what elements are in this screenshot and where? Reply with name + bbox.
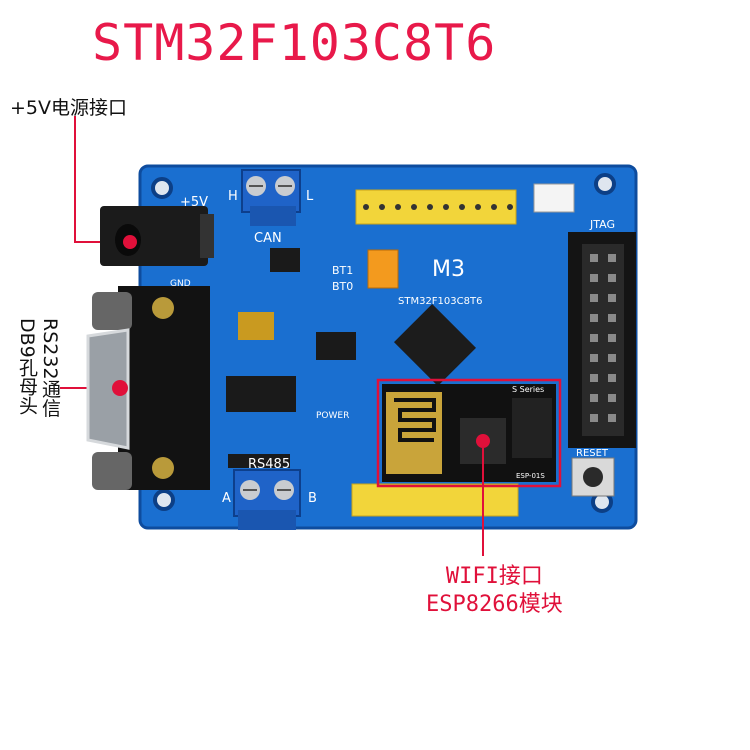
silk-gnd: GND (170, 279, 191, 289)
jtag-connector (568, 232, 636, 448)
silk-power: POWER (316, 411, 349, 421)
wifi-callout: WIFI接口 ESP8266模块 (426, 563, 563, 619)
rs232-callout-line1: RS232通信 (39, 318, 61, 418)
wifi-callout-line2: ESP8266模块 (426, 592, 563, 617)
power-jack-callout: +5V电源接口 (10, 97, 128, 119)
wifi-highlight-box (376, 378, 562, 488)
swd-connector (533, 183, 575, 213)
silk-l: L (306, 189, 314, 204)
silk-m3: M3 (432, 257, 465, 282)
silk-plus5v: +5V (180, 195, 208, 210)
dc-power-jack (100, 206, 214, 266)
rs232-callout-line2: DB9孔母头 (16, 318, 38, 415)
silk-jtag: JTAG (589, 218, 615, 231)
silk-chip: STM32F103C8T6 (398, 296, 482, 307)
silk-reset: RESET (576, 448, 609, 459)
silk-rs485: RS485 (248, 457, 290, 472)
rs485-terminal (233, 469, 301, 530)
esp8266-module (382, 384, 556, 482)
wifi-callout-line1: WIFI接口 (445, 564, 543, 589)
silk-b: B (308, 491, 317, 506)
silk-h: H (228, 189, 238, 204)
regulator (316, 332, 356, 360)
silk-bt0: BT0 (332, 280, 353, 293)
capacitor (238, 312, 274, 340)
mcu-chip (393, 303, 477, 387)
bottom-pin-header (351, 483, 519, 517)
silk-can: CAN (254, 231, 282, 246)
silk-series: S Series (512, 385, 544, 394)
can-terminal (241, 169, 301, 226)
silk-a: A (222, 491, 231, 506)
silk-esp01: ESP-01S (516, 472, 545, 480)
boot-jumper (367, 249, 399, 289)
can-ic (270, 248, 300, 272)
rs485-ic (228, 454, 290, 468)
rs232-ic (226, 376, 296, 412)
silk-bt1: BT1 (332, 264, 353, 277)
page-title: STM32F103C8T6 (92, 14, 497, 72)
db9-connector (86, 286, 210, 490)
